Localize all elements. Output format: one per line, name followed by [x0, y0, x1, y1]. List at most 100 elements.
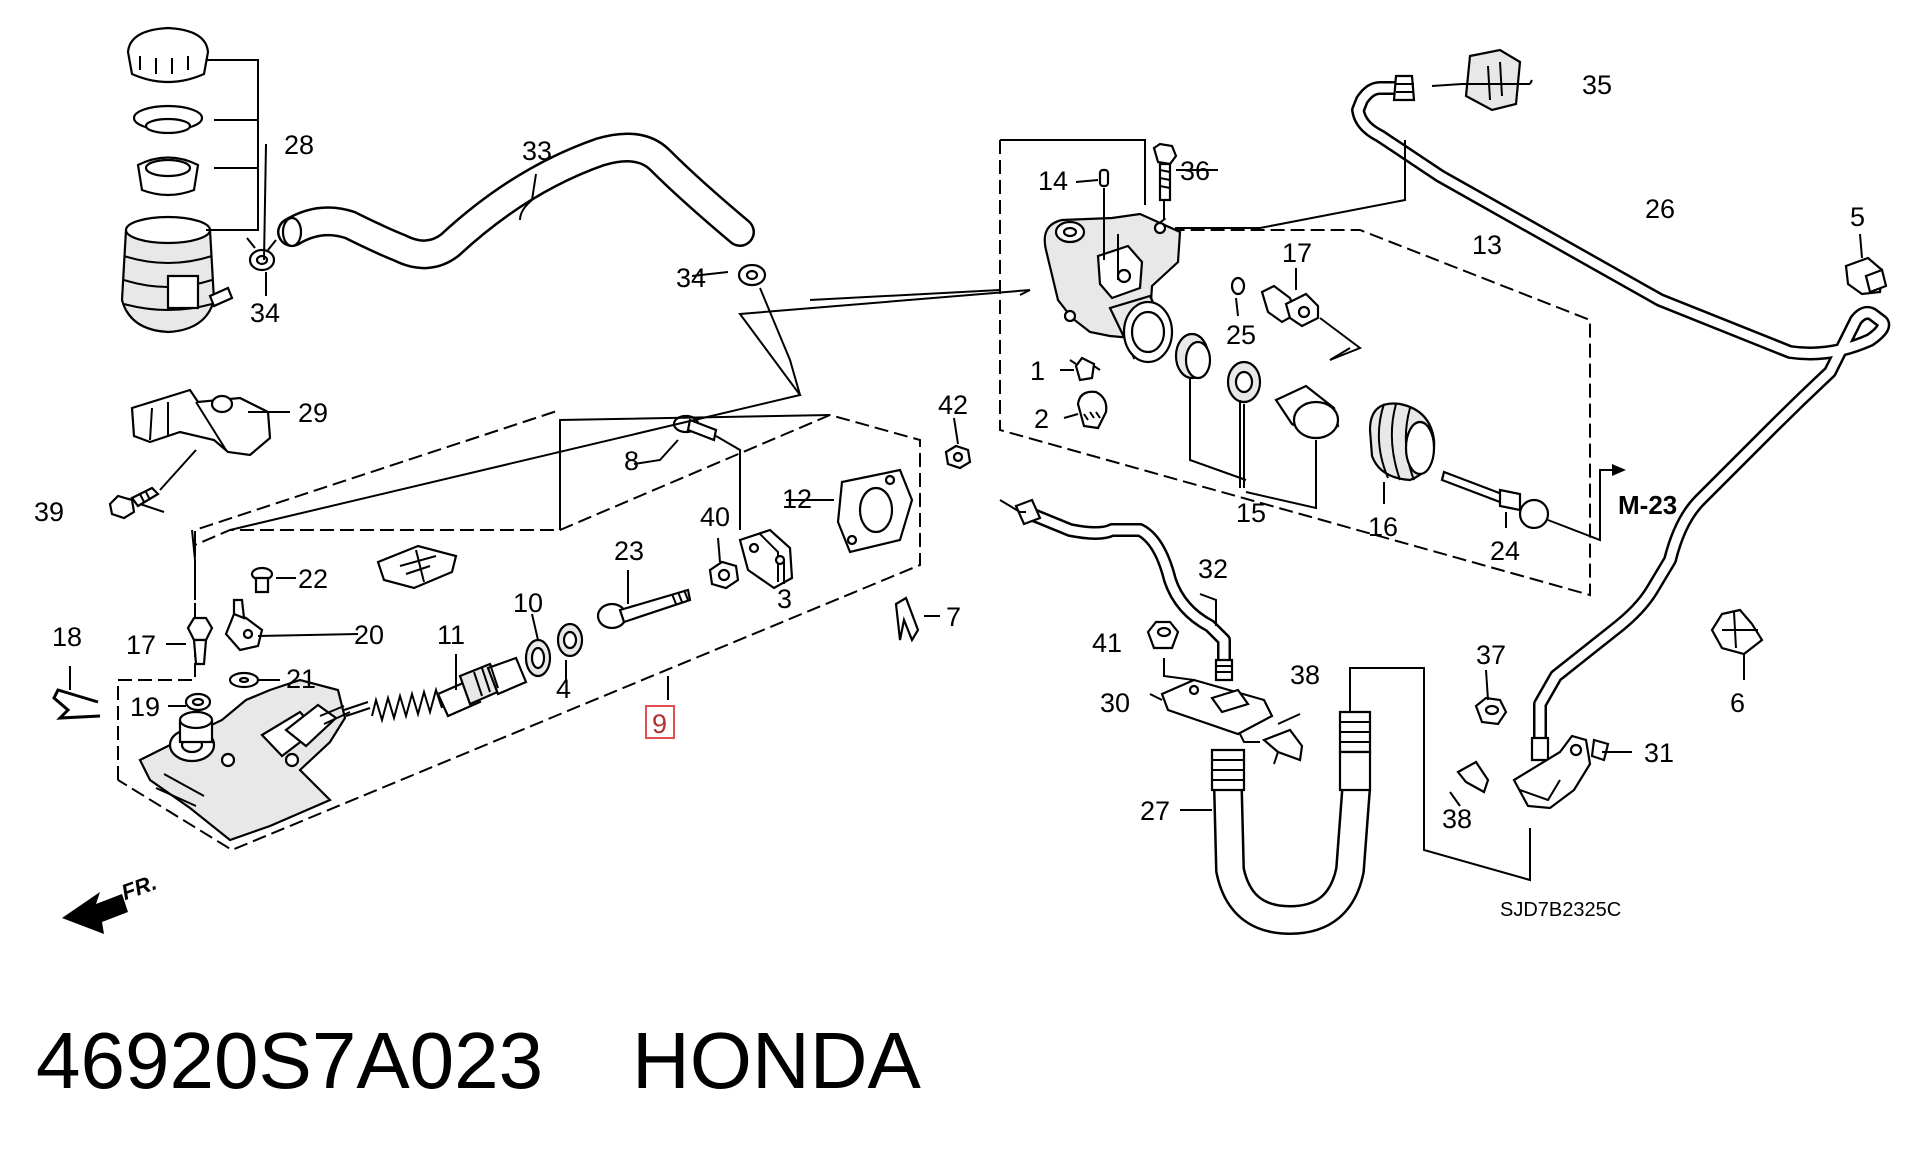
callout-34-right: 34: [676, 263, 706, 293]
callout-12: 12: [782, 484, 812, 514]
reservoir-hose: [277, 132, 755, 270]
o-ring-25: [1230, 276, 1246, 296]
reservoir-bracket: [130, 388, 272, 457]
clip-18: [52, 688, 101, 720]
nut-41: [1146, 620, 1180, 650]
callout-13: 13: [1472, 230, 1502, 260]
bolt-36: [1152, 142, 1178, 202]
callouts: 28 34 33 34 29 39 8 12 42 40 23 3 7 22 1…: [34, 70, 1865, 921]
washer-21: [228, 671, 260, 689]
pipe-bracket-30: [1160, 678, 1274, 743]
callout-10: 10: [513, 588, 543, 618]
callout-30: 30: [1100, 688, 1130, 718]
pin-14: [1098, 168, 1110, 188]
callout-1: 1: [1030, 356, 1045, 386]
callout-28: 28: [284, 130, 314, 160]
front-direction-arrow: FR.: [62, 870, 160, 934]
callout-20: 20: [354, 620, 384, 650]
pipe-clip-5: [1844, 256, 1888, 296]
callout-31: 31: [1644, 738, 1674, 768]
callout-2: 2: [1034, 404, 1049, 434]
reservoir-assembly: [120, 26, 234, 334]
callout-42: 42: [938, 390, 968, 420]
callout-37: 37: [1476, 640, 1506, 670]
highlight-box-9: [645, 705, 675, 739]
callout-4: 4: [556, 674, 571, 704]
bleeder-17-left: [186, 616, 214, 666]
callout-23: 23: [614, 536, 644, 566]
slave-cylinder-body: [1043, 212, 1182, 364]
section-ref-m23: M-23: [1618, 490, 1677, 520]
diagram-code: SJD7B2325C: [1500, 899, 1621, 921]
callout-9: 9: [652, 709, 667, 739]
nut-37: [1474, 696, 1508, 726]
slave-cylinder-outline: [999, 140, 1591, 597]
leader-lines: [69, 79, 1863, 811]
front-marker: FR.: [118, 870, 160, 906]
bolt-22: [250, 566, 274, 594]
callout-29: 29: [298, 398, 328, 428]
callout-33: 33: [522, 136, 552, 166]
master-cylinder-body: [138, 678, 371, 842]
callout-26: 26: [1645, 194, 1675, 224]
brand-caption: HONDA: [632, 1016, 922, 1105]
bleeder-cap-2: [1076, 390, 1108, 430]
clevis-pin-8: [672, 414, 718, 442]
callout-38-center: 38: [1290, 660, 1320, 690]
callout-17-left: 17: [126, 630, 156, 660]
seal-set-15: [1174, 332, 1262, 404]
callout-41: 41: [1092, 628, 1122, 658]
callout-18: 18: [52, 622, 82, 652]
callout-27: 27: [1140, 796, 1170, 826]
pipe-32: [1014, 498, 1234, 682]
callout-38-right: 38: [1442, 804, 1472, 834]
bleeder-17-right: [1260, 284, 1320, 328]
callout-19: 19: [130, 692, 160, 722]
bleeder-1: [1069, 356, 1101, 382]
callout-8: 8: [624, 446, 639, 476]
bolt-39: [108, 486, 160, 520]
callout-17-right: 17: [1282, 238, 1312, 268]
callout-16: 16: [1368, 512, 1398, 542]
pipe-26: [1351, 74, 1891, 762]
gasket-12: [836, 468, 914, 554]
callout-7: 7: [946, 602, 961, 632]
callout-15: 15: [1236, 498, 1266, 528]
callout-3: 3: [777, 584, 792, 614]
callout-22: 22: [298, 564, 328, 594]
hose-clamp-right: [737, 263, 767, 287]
callout-25: 25: [1226, 320, 1256, 350]
pipe-clip-35: [1464, 48, 1522, 112]
callout-24: 24: [1490, 536, 1520, 566]
hose-clamp-left: [246, 237, 277, 272]
callout-40: 40: [700, 502, 730, 532]
flexible-hose-27: [1210, 710, 1372, 935]
callout-14: 14: [1038, 166, 1068, 196]
seal-10: [524, 638, 552, 678]
seal-4: [556, 622, 584, 658]
callout-5: 5: [1850, 202, 1865, 232]
callout-36: 36: [1180, 156, 1210, 186]
pipe-clip-6: [1710, 608, 1764, 656]
dust-boot-16: [1368, 402, 1436, 482]
pushrod-23: [596, 588, 692, 630]
callout-35: 35: [1582, 70, 1612, 100]
nut-40: [708, 560, 740, 590]
callout-34-left: 34: [250, 298, 280, 328]
hose-joint-20: [224, 598, 264, 652]
part-number-caption: 46920S7A023: [36, 1016, 543, 1105]
piston-spring-11: [371, 656, 528, 724]
nut-42: [944, 444, 972, 470]
clip-38-right: [1456, 760, 1490, 794]
callout-21: 21: [286, 664, 316, 694]
slave-piston: [1274, 384, 1340, 440]
callout-11: 11: [437, 620, 465, 650]
callout-32: 32: [1198, 554, 1228, 584]
label-sticker: [376, 544, 458, 590]
clip-38-center: [1261, 728, 1304, 765]
hose-bracket-31: [1512, 734, 1610, 810]
callout-39: 39: [34, 497, 64, 527]
slave-pushrod-24: [1440, 470, 1550, 530]
callout-6: 6: [1730, 688, 1745, 718]
